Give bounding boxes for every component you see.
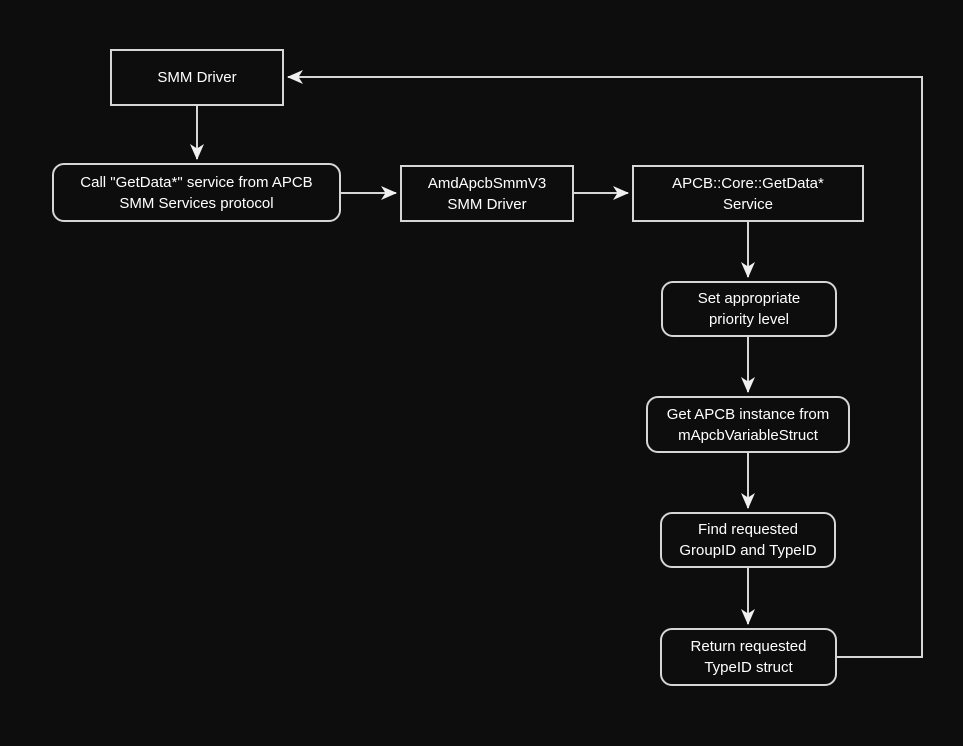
- node-smm-driver: SMM Driver: [110, 49, 284, 106]
- edge-return-typeid-to-smm-driver: [287, 70, 923, 658]
- node-amd-apcb-smm-v3-driver-label: AmdApcbSmmV3 SMM Driver: [427, 174, 547, 213]
- node-apcb-core-getdata-service-label: APCB::Core::GetData* Service: [672, 174, 824, 213]
- node-call-getdata-service-label: Call "GetData*" service from APCB SMM Se…: [80, 173, 313, 212]
- node-call-getdata-service: Call "GetData*" service from APCB SMM Se…: [52, 163, 341, 222]
- node-get-apcb-instance-label: Get APCB instance from mApcbVariableStru…: [666, 405, 830, 444]
- node-find-groupid-typeid-label: Find requested GroupID and TypeID: [679, 521, 817, 559]
- node-set-priority-level-label: Set appropriate priority level: [697, 290, 801, 328]
- node-set-priority-level: Set appropriate priority level: [661, 281, 837, 337]
- node-find-groupid-typeid: Find requested GroupID and TypeID: [660, 512, 836, 568]
- node-smm-driver-label: SMM Driver: [157, 69, 237, 86]
- node-get-apcb-instance: Get APCB instance from mApcbVariableStru…: [646, 396, 850, 453]
- node-return-typeid-struct-label: Return requested TypeID struct: [690, 638, 807, 676]
- node-return-typeid-struct: Return requested TypeID struct: [660, 628, 837, 686]
- node-amd-apcb-smm-v3-driver: AmdApcbSmmV3 SMM Driver: [400, 165, 574, 222]
- node-apcb-core-getdata-service: APCB::Core::GetData* Service: [632, 165, 864, 222]
